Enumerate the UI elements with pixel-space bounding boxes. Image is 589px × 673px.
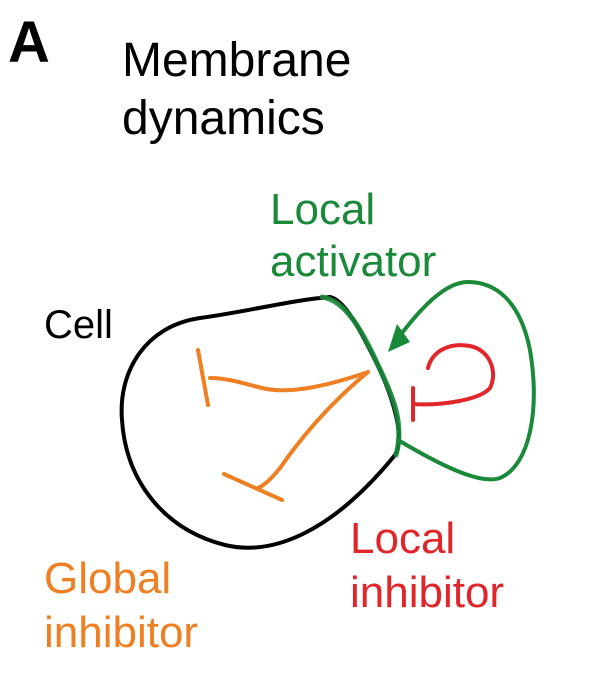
local-inhibitor-loop	[411, 343, 496, 407]
cell-label: Cell	[44, 303, 113, 347]
title-line-1: Membrane	[122, 34, 352, 87]
local-activator-label: Local activator	[270, 184, 436, 288]
global-inhibitor-lower-arm	[256, 370, 370, 490]
panel-letter: A	[8, 10, 50, 75]
global-inhibitor-upper-arm	[208, 370, 370, 393]
global-inhibitor-upper-bar	[196, 348, 210, 407]
title-line-2: dynamics	[122, 92, 325, 145]
cell-outline	[119, 295, 401, 550]
diagram-title: Membrane dynamics	[122, 32, 351, 148]
local-inhibitor-line-1: Local	[350, 514, 456, 563]
global-inhibitor-label: Global inhibitor	[44, 552, 198, 660]
global-inhibitor-line-2: inhibitor	[44, 608, 199, 657]
local-inhibitor-line-2: inhibitor	[350, 568, 505, 617]
global-inhibitor-lower-bar	[222, 472, 284, 502]
local-activator-line-1: Local	[270, 185, 376, 234]
global-inhibitor-line-1: Global	[44, 554, 172, 603]
activator-feedback-loop	[391, 279, 536, 482]
local-activator-line-2: activator	[270, 237, 437, 286]
local-inhibitor-label: Local inhibitor	[350, 512, 504, 620]
activator-arrowhead	[388, 324, 410, 352]
activator-membrane-region	[319, 294, 402, 458]
